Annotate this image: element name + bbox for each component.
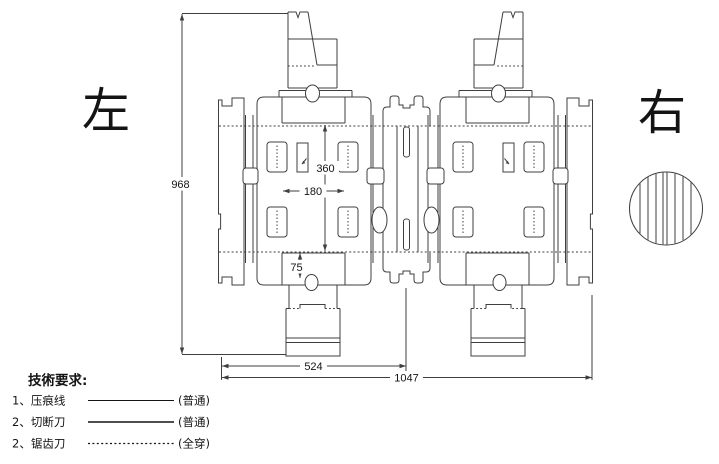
legend-title: 技術要求: [28, 372, 87, 389]
dim-label-360: 360 [316, 163, 334, 175]
legend: 技術要求: 1、压痕线 (普通) 2、切断刀 (普通) 2、锯齿刀 (全穿) [12, 372, 210, 451]
dim-label-75: 75 [290, 262, 302, 274]
legend-item-note: (普通) [178, 394, 210, 408]
dimension-panel-height: 360 [312, 125, 339, 251]
crease-lines [219, 125, 592, 253]
dimension-overall-height: 968 [167, 13, 288, 355]
legend-item-crease: 1、压痕线 (普通) [12, 394, 210, 408]
dimension-panel-width: 180 [283, 184, 344, 198]
legend-item-serrated-knife: 2、锯齿刀 (全穿) [12, 437, 210, 451]
dimension-overall-width: 1047 [222, 371, 592, 385]
dim-label-968: 968 [171, 179, 189, 191]
dimension-bottom-flap: 75 [286, 253, 307, 278]
grain-direction-circle [629, 171, 703, 246]
left-side-label: 左 [82, 83, 130, 139]
right-die-unit [423, 11, 593, 357]
legend-item-note: (普通) [178, 415, 210, 429]
left-die-unit [218, 11, 388, 357]
legend-item-label: 1、压痕线 [12, 394, 66, 408]
right-side-label: 右 [638, 85, 686, 141]
center-boundary-cuts [382, 95, 431, 284]
legend-item-note: (全穿) [178, 437, 210, 451]
dim-label-524: 524 [304, 361, 322, 373]
legend-item-cut-knife: 2、切断刀 (普通) [12, 415, 210, 429]
legend-item-label: 2、锯齿刀 [12, 437, 65, 451]
dimension-unit-width: 524 [221, 288, 593, 380]
dim-label-1047: 1047 [394, 373, 418, 385]
dim-label-180: 180 [304, 186, 322, 198]
legend-item-label: 2、切断刀 [12, 415, 65, 429]
